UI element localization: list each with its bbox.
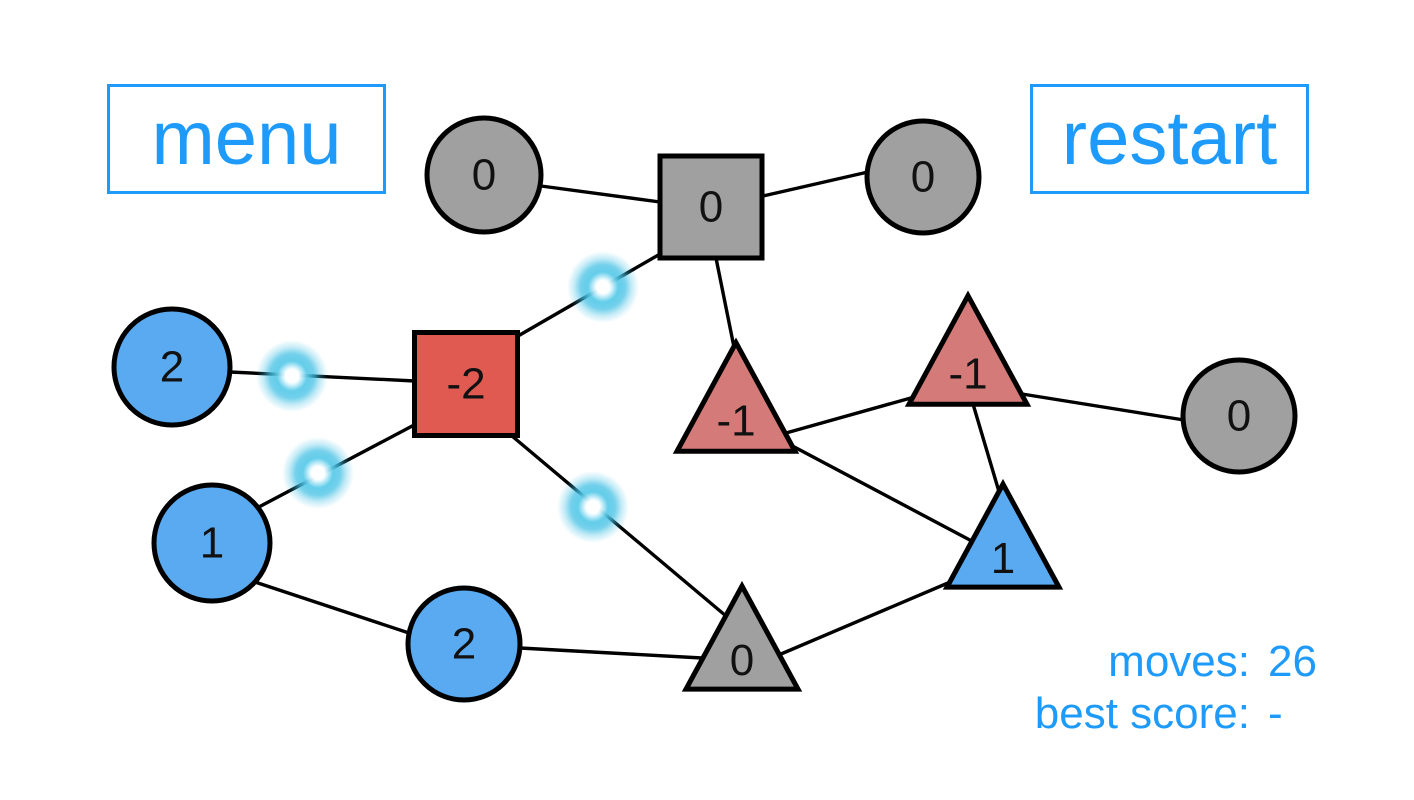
best-score-value: - — [1268, 689, 1283, 738]
circle-shape — [1180, 357, 1298, 475]
glow-marker-icon[interactable] — [282, 437, 354, 509]
score-panel: moves: 26 best score: - — [1035, 636, 1340, 740]
graph-edge[interactable] — [761, 170, 870, 198]
graph-edge[interactable] — [1020, 392, 1186, 422]
node-value-label: 0 — [699, 183, 723, 232]
square-shape — [657, 153, 765, 261]
graph-node-circle-blue[interactable]: 2 — [405, 585, 523, 703]
circle-shape — [864, 118, 982, 236]
graph-node-square-red[interactable]: -2 — [412, 330, 520, 438]
best-score-label: best score: — [1034, 689, 1250, 738]
menu-button[interactable]: menu — [107, 84, 386, 194]
node-value-label: 1 — [991, 534, 1015, 583]
node-value-label: 2 — [160, 343, 184, 392]
restart-button[interactable]: restart — [1030, 84, 1309, 194]
graph-edge[interactable] — [539, 184, 662, 204]
moves-label: moves: — [1108, 637, 1250, 686]
node-value-label: 1 — [200, 519, 224, 568]
glow-marker-icon[interactable] — [567, 251, 639, 323]
graph-node-circle-blue[interactable]: 2 — [111, 306, 233, 428]
graph-node-triangle-red[interactable]: -1 — [904, 290, 1032, 407]
markers-layer — [256, 251, 639, 543]
triangle-shape — [672, 337, 800, 454]
graph-edge[interactable] — [781, 439, 1002, 558]
triangle-shape — [942, 478, 1064, 590]
node-value-label: 0 — [911, 153, 935, 202]
graph-edge[interactable] — [250, 579, 414, 636]
graph-edge[interactable] — [971, 402, 1002, 497]
node-value-label: 2 — [452, 620, 476, 669]
circle-shape — [424, 115, 544, 235]
graph-edge[interactable] — [518, 646, 704, 660]
graph-node-circle-gray[interactable]: 0 — [424, 115, 544, 235]
node-value-label: 0 — [472, 151, 496, 200]
circle-shape — [405, 585, 523, 703]
glow-marker-icon[interactable] — [557, 471, 629, 543]
triangle-shape — [904, 290, 1032, 407]
circle-shape — [151, 482, 273, 604]
node-value-label: 0 — [730, 636, 754, 685]
nodes-layer: 0 0 0 2 -2 -1 -1 0 1 1 2 0 — [111, 115, 1298, 703]
circle-shape — [111, 306, 233, 428]
graph-node-square-gray[interactable]: 0 — [657, 153, 765, 261]
glow-marker-icon[interactable] — [256, 340, 328, 412]
square-shape — [412, 330, 520, 438]
graph-edge[interactable] — [779, 578, 957, 656]
graph-node-circle-gray[interactable]: 0 — [1180, 357, 1298, 475]
graph-node-circle-blue[interactable]: 1 — [151, 482, 273, 604]
graph-edge[interactable] — [784, 392, 927, 435]
graph-node-triangle-red[interactable]: -1 — [672, 337, 800, 454]
graph-node-triangle-gray[interactable]: 0 — [681, 580, 803, 692]
node-value-label: -1 — [948, 349, 987, 398]
moves-value: 26 — [1268, 637, 1317, 686]
best-score-row: best score: - — [1035, 688, 1340, 740]
triangle-shape — [681, 580, 803, 692]
graph-node-triangle-blue[interactable]: 1 — [942, 478, 1064, 590]
moves-row: moves: 26 — [1035, 636, 1340, 688]
node-value-label: 0 — [1227, 392, 1251, 441]
node-value-label: -2 — [446, 360, 485, 409]
node-value-label: -1 — [716, 396, 755, 445]
graph-node-circle-gray[interactable]: 0 — [864, 118, 982, 236]
